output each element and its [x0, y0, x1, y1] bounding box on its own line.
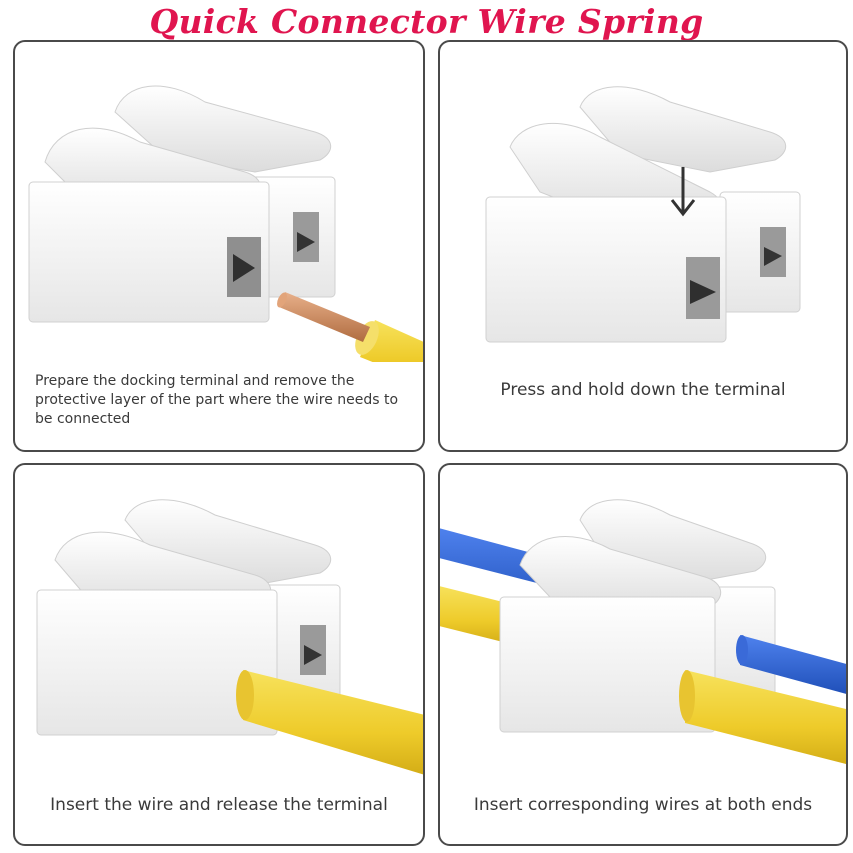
connector-illustration — [36, 499, 423, 775]
step-3-caption: Insert the wire and release the terminal — [50, 795, 388, 815]
step-1-panel: Prepare the docking terminal and remove … — [13, 40, 425, 452]
step-2-caption: Press and hold down the terminal — [500, 380, 786, 400]
step-4-panel: Insert corresponding wires at both ends — [438, 463, 848, 846]
step-4-caption: Insert corresponding wires at both ends — [473, 795, 813, 815]
step-2-panel: Press and hold down the terminal — [438, 40, 848, 452]
step-3-panel: Insert the wire and release the terminal — [13, 463, 425, 846]
connector-illustration — [440, 499, 846, 764]
down-arrow-icon — [670, 167, 696, 217]
connector-illustration — [28, 85, 423, 362]
step-1-caption: Prepare the docking terminal and remove … — [35, 373, 399, 427]
page-title: Quick Connector Wire Spring — [149, 2, 704, 41]
connector-illustration — [485, 86, 801, 343]
